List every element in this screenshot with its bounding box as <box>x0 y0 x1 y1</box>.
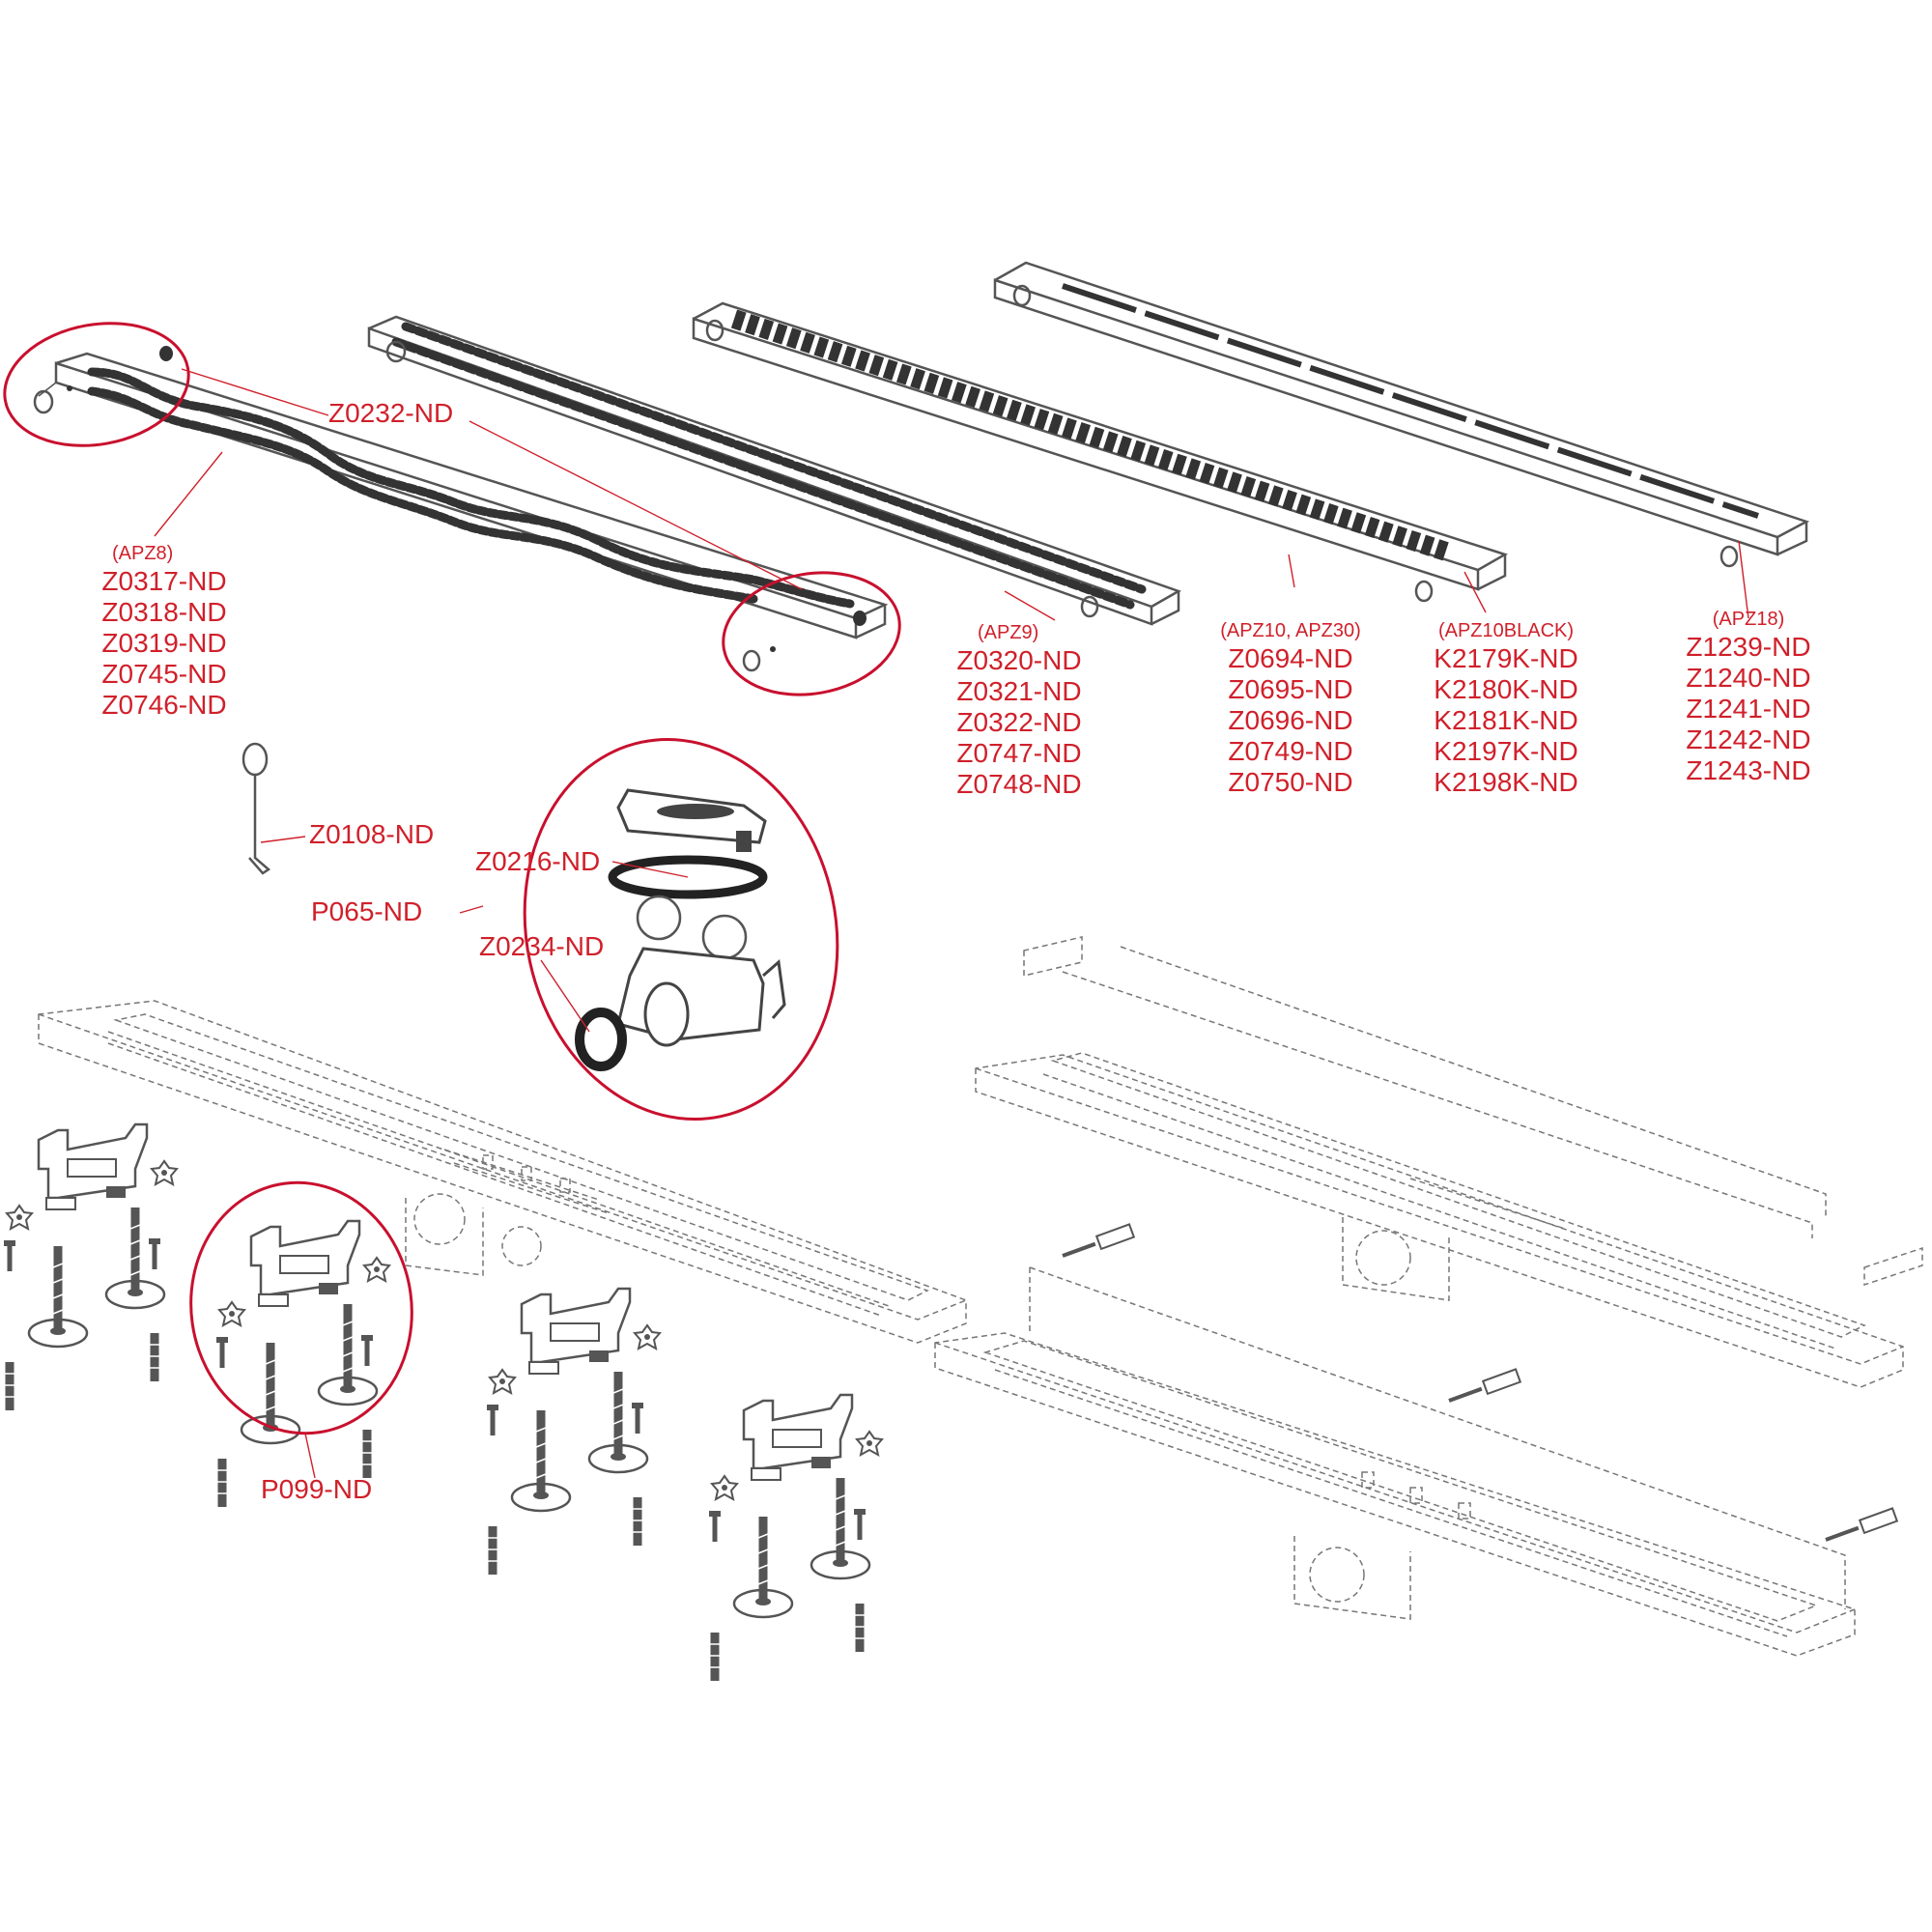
part-code: Z1243-ND <box>1686 755 1811 785</box>
part-code: K2179K-ND <box>1434 643 1578 673</box>
part-code: Z1242-ND <box>1686 724 1811 754</box>
part-code: Z1241-ND <box>1686 694 1811 724</box>
label-p099: P099-ND <box>261 1474 373 1504</box>
label-z0216: Z0216-ND <box>475 846 601 876</box>
stand-set-1 <box>4 1124 177 1410</box>
highlight-rings <box>3 322 901 1435</box>
code-group-apz8: (APZ8) Z0317-ND Z0318-ND Z0319-ND Z0745-… <box>77 541 251 721</box>
part-code: Z0750-ND <box>1228 767 1353 797</box>
grate-apz8 <box>33 346 889 672</box>
channel-left <box>38 1000 967 1344</box>
part-code: K2197K-ND <box>1434 736 1578 766</box>
code-group-apz10: (APZ10, APZ30) Z0694-ND Z0695-ND Z0696-N… <box>1194 618 1387 798</box>
part-code: Z0319-ND <box>101 628 227 658</box>
grate-apz18 <box>993 261 1810 568</box>
variant-label: (APZ10BLACK) <box>1437 620 1575 641</box>
part-code: Z0747-ND <box>956 738 1082 768</box>
code-group-apz9: (APZ9) Z0320-ND Z0321-ND Z0322-ND Z0747-… <box>927 620 1111 800</box>
part-code: Z0746-ND <box>101 690 227 720</box>
code-group-apz10black: (APZ10BLACK) K2179K-ND K2180K-ND K2181K-… <box>1405 618 1607 798</box>
channel-right-upper <box>975 936 1923 1388</box>
code-group-apz18: (APZ18) Z1239-ND Z1240-ND Z1241-ND Z1242… <box>1662 607 1835 786</box>
label-z0232: Z0232-ND <box>328 398 454 428</box>
stand-set-4 <box>709 1395 882 1681</box>
part-code: Z0318-ND <box>101 597 227 627</box>
part-code: Z0317-ND <box>101 566 227 596</box>
label-p065: P065-ND <box>311 896 423 926</box>
stand-set-2 <box>216 1221 389 1507</box>
part-code: K2198K-ND <box>1434 767 1578 797</box>
grate-apz10 <box>692 301 1509 603</box>
part-code: Z0694-ND <box>1228 643 1353 673</box>
wall-plugs <box>1062 1223 1899 1542</box>
variant-label: (APZ10, APZ30) <box>1220 620 1361 641</box>
variant-label: (APZ9) <box>978 622 1039 643</box>
part-code: Z0321-ND <box>956 676 1082 706</box>
part-code: K2181K-ND <box>1434 705 1578 735</box>
part-code: Z0695-ND <box>1228 674 1353 704</box>
hook-tool <box>242 742 271 875</box>
grate-apz9 <box>367 315 1181 626</box>
part-code: Z0696-ND <box>1228 705 1353 735</box>
part-code: Z1240-ND <box>1686 663 1811 693</box>
variant-label: (APZ18) <box>1712 609 1785 630</box>
part-code: Z0749-ND <box>1228 736 1353 766</box>
part-code: Z0322-ND <box>956 707 1082 737</box>
label-z0234: Z0234-ND <box>479 931 605 961</box>
part-code: Z0748-ND <box>956 769 1082 799</box>
siphon-assembly <box>575 788 786 1071</box>
leader-lines <box>154 368 1749 1479</box>
part-code: Z0320-ND <box>956 645 1082 675</box>
label-z0108: Z0108-ND <box>309 819 435 849</box>
channel-right-lower <box>934 1266 1856 1657</box>
part-code: Z0745-ND <box>101 659 227 689</box>
variant-label: (APZ8) <box>112 543 174 564</box>
part-code: K2180K-ND <box>1434 674 1578 704</box>
stand-set-3 <box>487 1289 660 1575</box>
part-code: Z1239-ND <box>1686 632 1811 662</box>
